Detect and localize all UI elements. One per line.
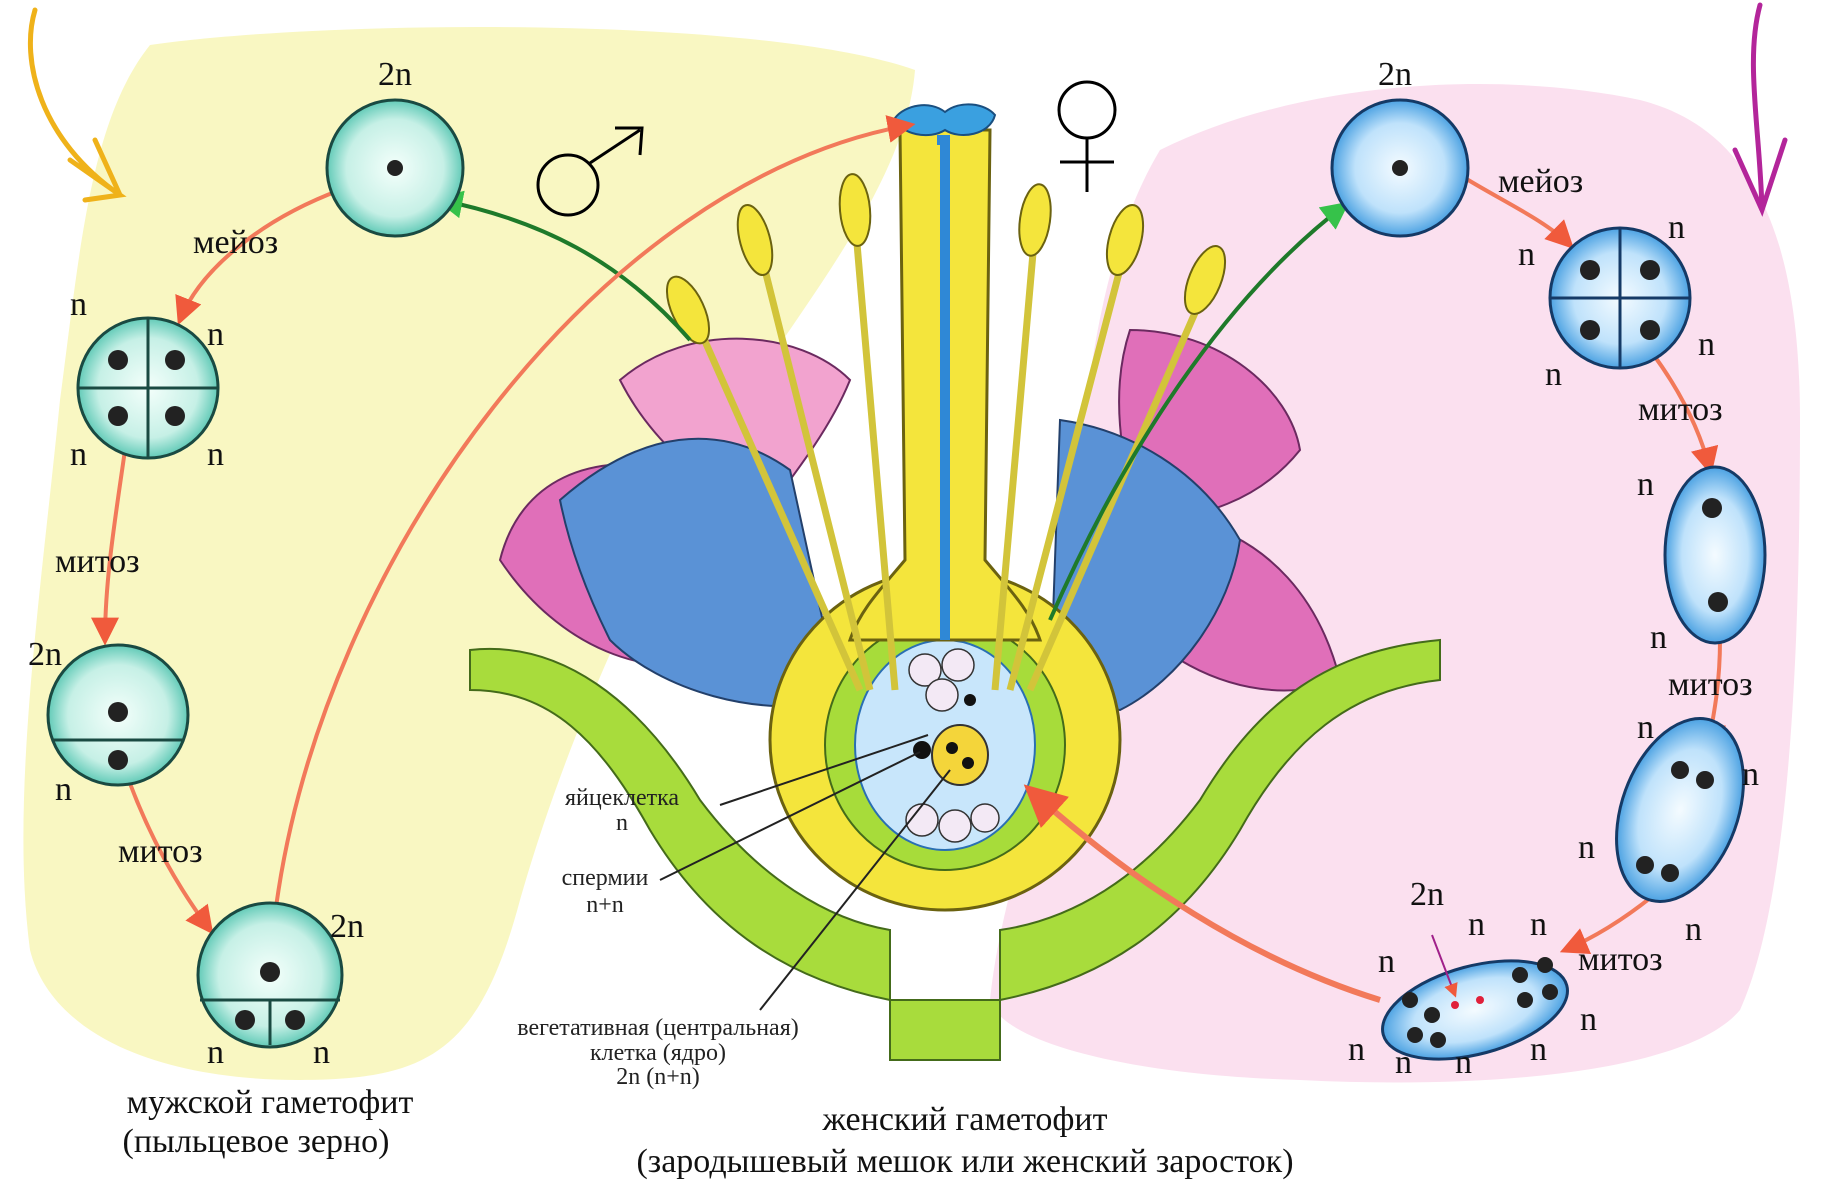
female-stage5-n2: n	[1530, 906, 1547, 943]
female-stage2-n1: n	[1668, 209, 1685, 246]
female-stage5-n5: n	[1348, 1031, 1365, 1068]
egg-cell-ploidy: n	[616, 810, 628, 836]
female-caption-line1: женский гаметофит	[822, 1101, 1108, 1138]
female-stage5-n6: n	[1395, 1044, 1412, 1081]
female-step2-label: митоз	[1638, 391, 1723, 428]
stigma	[895, 104, 995, 135]
female-stage5-n4: n	[1580, 1001, 1597, 1038]
female-stage5-n7: n	[1455, 1044, 1472, 1081]
central-cell-label-2: клетка (ядро)	[590, 1040, 726, 1066]
male-stage3-n: n	[55, 771, 72, 808]
female-stage3-n1: n	[1637, 466, 1654, 503]
male-caption-line1: мужской гаметофит	[127, 1084, 414, 1121]
male-stage2-n1: n	[70, 286, 87, 323]
female-stage5-n1: n	[1468, 906, 1485, 943]
male-stage1-ploidy: 2n	[378, 56, 412, 93]
female-stage4-n3: n	[1578, 829, 1595, 866]
male-stage3-ploidy: 2n	[28, 636, 62, 673]
female-step3-label: митоз	[1668, 666, 1753, 703]
female-caption-line2: (зародышевый мешок или женский заросток)	[636, 1143, 1293, 1180]
sperm-label: спермии	[562, 865, 649, 891]
female-stage2-n2: n	[1518, 236, 1535, 273]
male-step3-label: митоз	[118, 833, 203, 870]
male-stage4-ploidy: 2n	[330, 908, 364, 945]
female-step1-label: мейоз	[1498, 163, 1583, 200]
female-stage3-n2: n	[1650, 619, 1667, 656]
male-stage2-n2: n	[207, 316, 224, 353]
female-stage4-n1: n	[1637, 709, 1654, 746]
female-stage2-n4: n	[1545, 356, 1562, 393]
male-stage4-n1: n	[207, 1034, 224, 1071]
central-cell-label: вегетативная (центральная)	[517, 1015, 798, 1041]
egg-cell-label: яйцеклетка	[565, 785, 679, 811]
female-step4-label: митоз	[1578, 941, 1663, 978]
male-stage2-n4: n	[207, 436, 224, 473]
male-caption-line2: (пыльцевое зерно)	[123, 1123, 390, 1160]
male-step1-label: мейоз	[193, 224, 278, 261]
central-cell-ploidy: 2n (n+n)	[616, 1064, 700, 1090]
female-stage4-n2: n	[1742, 756, 1759, 793]
female-stage1-ploidy: 2n	[1378, 56, 1412, 93]
sperm-ploidy: n+n	[586, 892, 624, 918]
female-stage2-n3: n	[1698, 326, 1715, 363]
female-stage5-n3: n	[1378, 943, 1395, 980]
female-symbol-icon	[1059, 82, 1115, 192]
female-stage5-ploidy: 2n	[1410, 876, 1444, 913]
male-stage2-n3: n	[70, 436, 87, 473]
central-cell	[932, 725, 988, 785]
male-stage4-n2: n	[313, 1034, 330, 1071]
female-2-nuclei	[1665, 467, 1765, 643]
female-stage5-n8: n	[1530, 1031, 1547, 1068]
female-stage4-n4: n	[1685, 911, 1702, 948]
male-step2-label: митоз	[55, 543, 140, 580]
